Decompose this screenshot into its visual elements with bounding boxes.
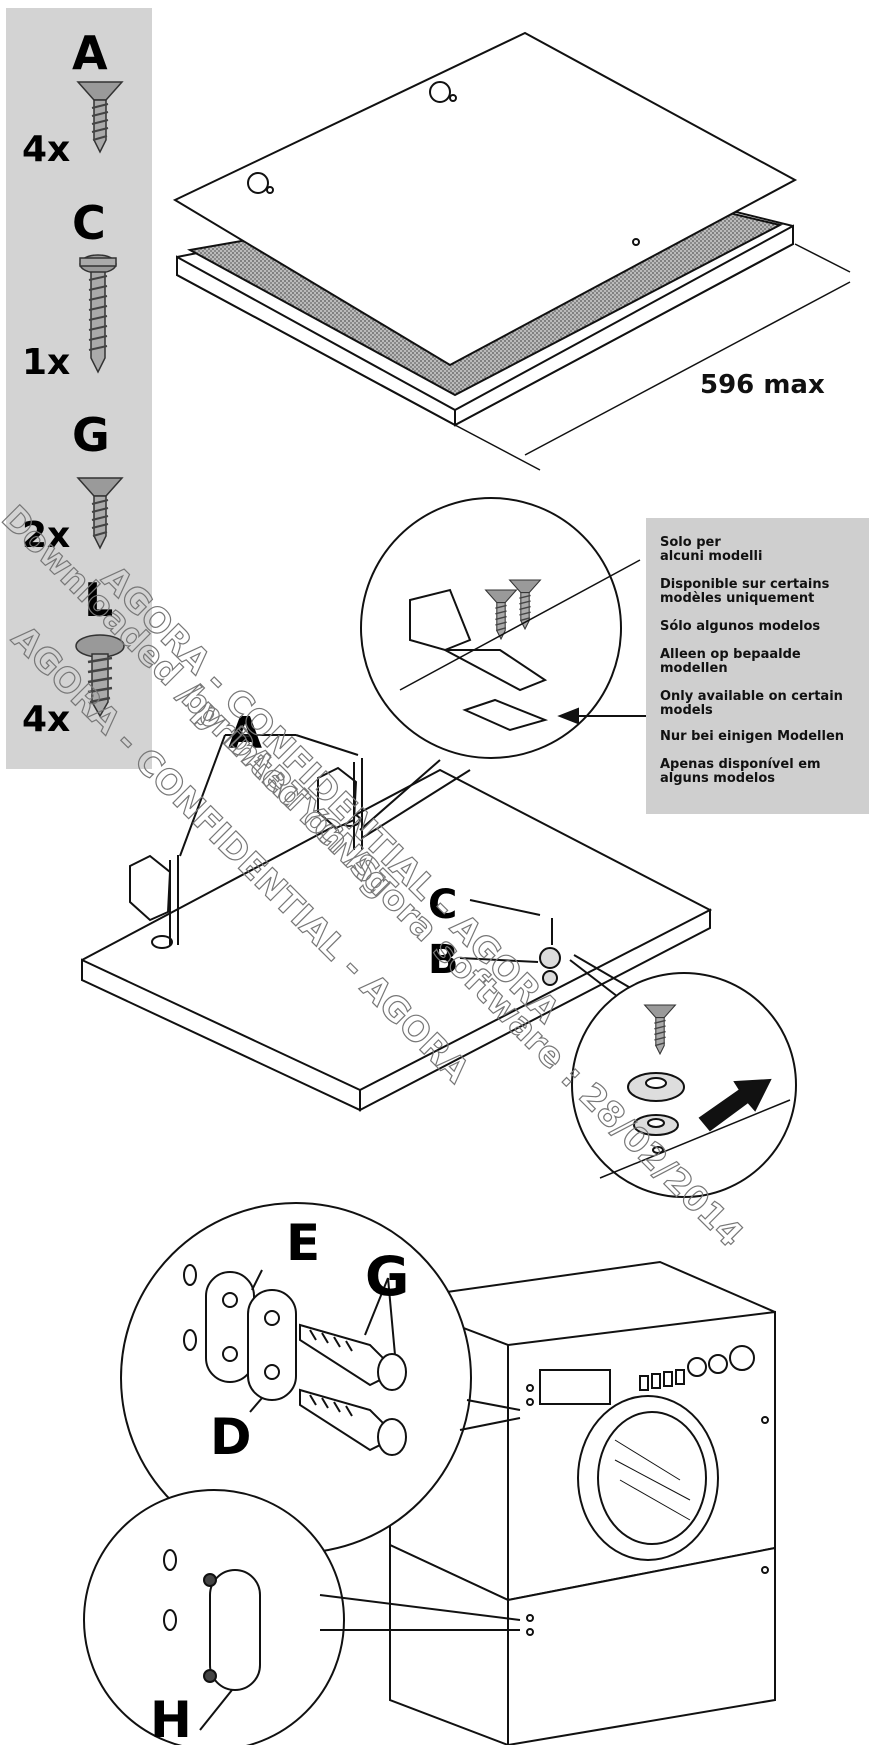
screw-c-icon: [79, 254, 117, 374]
note-es: Sólo algunos modelos: [660, 619, 821, 634]
part-l-qty: 4x: [22, 699, 71, 740]
note-de: Nur bei einigen Modellen: [660, 729, 845, 744]
note-en: Only available on certain models: [660, 689, 843, 718]
availability-notes-panel: Solo per alcuni modelli Disponible sur c…: [646, 518, 869, 814]
note-it: Solo per alcuni modelli: [660, 535, 763, 564]
part-c-qty: 1x: [22, 342, 71, 383]
note-fr: Disponible sur certains modèles uniqueme…: [660, 577, 830, 606]
callout-d: D: [210, 1408, 252, 1466]
bracket-detail-circle: [120, 1202, 521, 1554]
callout-h: H: [150, 1691, 192, 1749]
screw-l-icon: [75, 634, 125, 718]
note-pt: Apenas disponível em alguns modelos: [660, 757, 821, 786]
panel-with-hinges-illustration: [81, 734, 713, 1112]
worktop-illustration: [172, 31, 851, 471]
part-c-letter: C: [72, 196, 106, 250]
part-g-qty: 2x: [22, 515, 71, 556]
washer-detail-circle: [571, 972, 797, 1198]
part-g-letter: G: [72, 408, 110, 462]
part-a-qty: 4x: [22, 129, 71, 170]
cap-detail-circle: [83, 1489, 521, 1745]
callout-b: B: [428, 937, 459, 983]
dimension-label: 596 max: [700, 370, 825, 400]
callout-a: A: [228, 708, 263, 759]
parts-panel: [6, 8, 152, 769]
callout-e: E: [286, 1214, 321, 1272]
part-a-letter: A: [72, 26, 108, 80]
part-l-letter: L: [84, 573, 114, 627]
note-nl: Alleen op bepaalde modellen: [660, 647, 801, 676]
callout-c: C: [428, 882, 458, 928]
callout-g: G: [365, 1245, 410, 1308]
hinge-detail-circle: [360, 497, 651, 759]
